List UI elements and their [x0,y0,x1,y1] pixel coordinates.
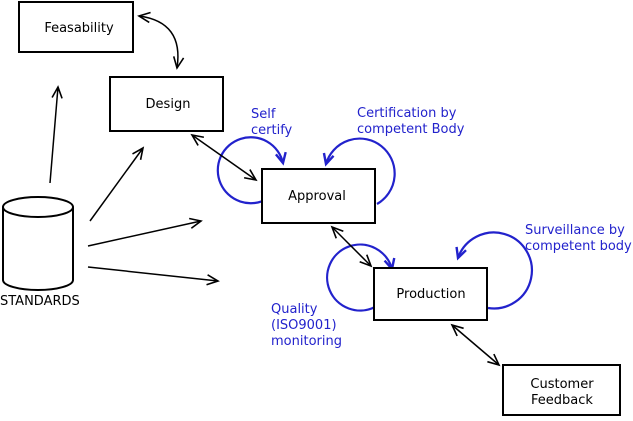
node-design: Design [109,76,224,132]
arrow-approval-production [330,225,373,268]
arrow-standards-to-design [89,146,145,222]
standards-label: STANDARDS [0,294,80,309]
node-production: Production [373,267,488,321]
surveillance-line2: competent body [525,239,632,254]
cylinder-body [2,207,74,291]
annotation-surveillance: Surveillance by competent body [525,223,632,254]
arrow-standards-to-approval [87,217,203,247]
approval-label: Approval [288,189,346,204]
customer-feedback-label-line2: Feedback [531,393,593,408]
quality-monitoring-loop-arrow [326,243,396,312]
approval-box [261,168,376,224]
production-label: Production [396,287,465,302]
self-certify-line1: Self [251,107,276,122]
certification-line2: competent Body [357,122,465,137]
annotation-quality: Quality (ISO9001) monitoring [271,302,342,349]
annotation-self-certify: Self certify [251,107,293,138]
feasability-box [18,1,134,53]
design-label: Design [146,97,191,112]
arrow-feasability-design [137,11,185,70]
quality-line2: (ISO9001) [271,318,337,333]
arrow-standards-to-production [87,266,220,286]
standards-datastore: STANDARDS [0,196,80,309]
production-box [373,267,488,321]
design-box [109,76,224,132]
surveillance-line1: Surveillance by [525,223,625,238]
node-approval: Approval [261,168,376,224]
surveillance-loop-arrow [455,231,533,310]
self-certify-line2: certify [251,123,293,138]
cylinder-top [2,196,74,218]
quality-line1: Quality [271,302,318,317]
customer-feedback-box [502,364,621,416]
arrow-standards-to-feasability [49,85,63,184]
node-feasability: Feasability [18,1,134,53]
certification-loop-arrow [322,137,396,205]
arrow-production-feedback [450,323,501,367]
arrow-design-approval [190,133,258,182]
customer-feedback-label-line1: Customer [530,377,594,392]
quality-line3: monitoring [271,334,342,349]
certification-line1: Certification by [357,106,457,121]
feasability-label: Feasability [44,21,114,36]
annotation-certification: Certification by competent Body [357,106,465,137]
node-customer-feedback: Customer Feedback [502,364,621,416]
